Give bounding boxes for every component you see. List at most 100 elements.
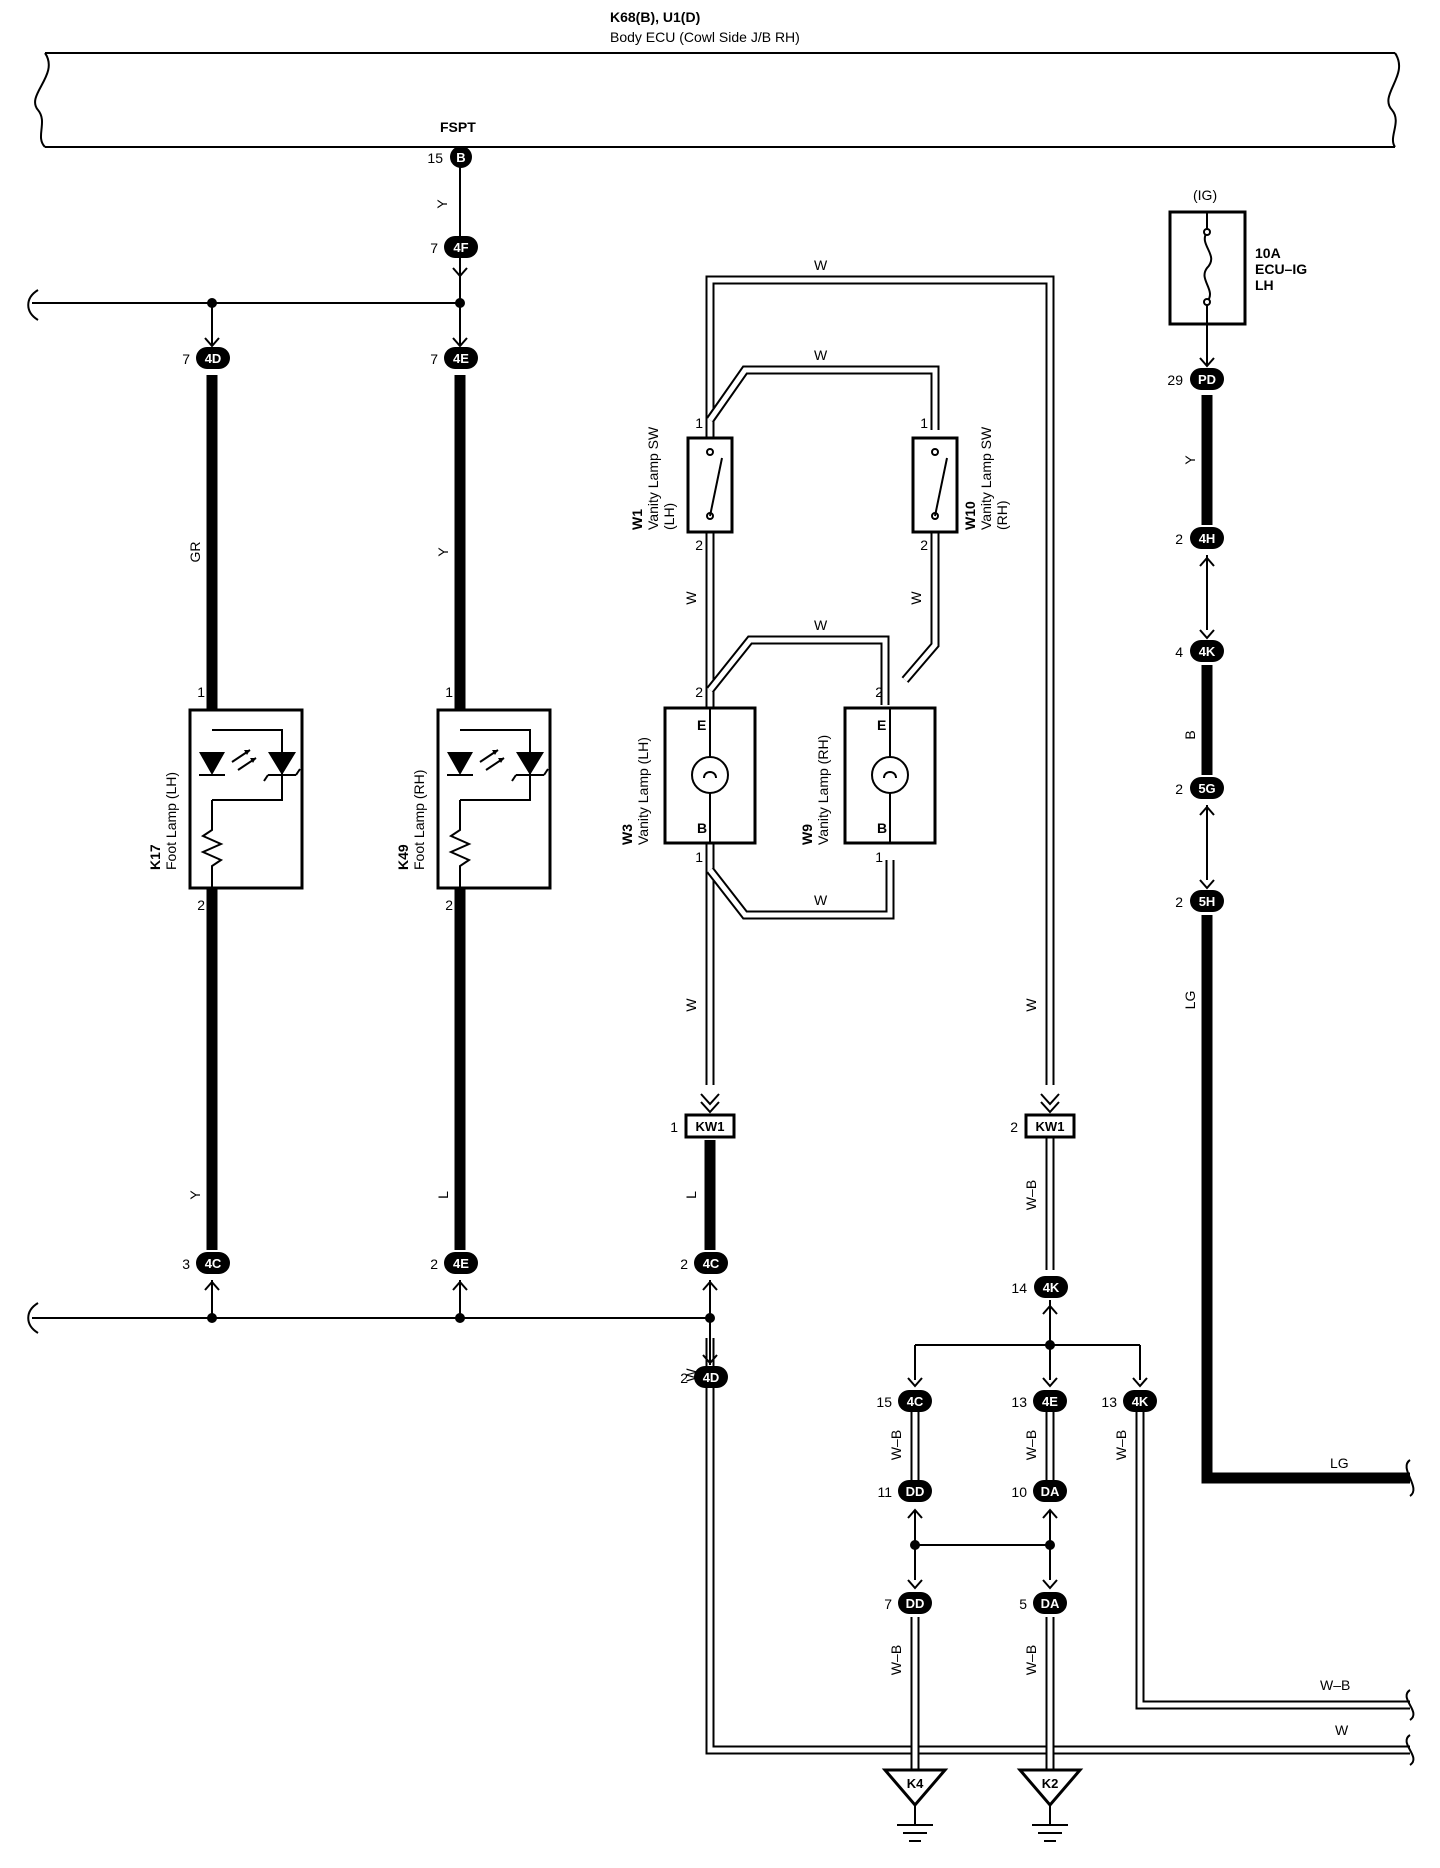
wire-label-wb: W–B xyxy=(888,1430,904,1460)
connector-5g: 5G xyxy=(1190,777,1224,799)
svg-text:4D: 4D xyxy=(205,351,222,366)
svg-text:DA: DA xyxy=(1041,1596,1060,1611)
pin-2: 2 xyxy=(445,897,453,913)
svg-text:K4: K4 xyxy=(907,1776,924,1791)
svg-text:4K: 4K xyxy=(1043,1280,1060,1295)
arrow xyxy=(1199,805,1215,816)
w9-name: Vanity Lamp (RH) xyxy=(815,735,831,845)
pin-2: 2 xyxy=(680,1370,688,1386)
fuse-name: ECU–IG xyxy=(1255,261,1307,277)
pin-2: 2 xyxy=(695,684,703,700)
pin-13: 13 xyxy=(1101,1394,1117,1410)
wire-label-w: W xyxy=(908,591,924,605)
arrow xyxy=(1132,1377,1148,1388)
arrow xyxy=(452,1280,468,1291)
wire-label-w: W xyxy=(814,257,828,273)
pin-7: 7 xyxy=(430,351,438,367)
pin-13: 13 xyxy=(1011,1394,1027,1410)
pin-2: 2 xyxy=(695,537,703,553)
pin-29: 29 xyxy=(1167,372,1183,388)
wire-label-w: W xyxy=(683,591,699,605)
connector-da: DA xyxy=(1033,1480,1067,1502)
w3-code: W3 xyxy=(619,824,635,845)
connector-4f: 4F xyxy=(444,236,478,258)
wire-label-w: W xyxy=(683,998,699,1012)
junction xyxy=(1045,1540,1055,1550)
arrow xyxy=(204,337,220,348)
pin-4: 4 xyxy=(1175,644,1183,660)
pin-2: 2 xyxy=(430,1256,438,1272)
connector-4k: 4K xyxy=(1190,640,1224,662)
wire-label-wb: W–B xyxy=(1023,1180,1039,1210)
wire-label-y: Y xyxy=(434,199,450,209)
terminal-b: B xyxy=(877,820,887,836)
svg-text:4H: 4H xyxy=(1199,531,1216,546)
arrow xyxy=(702,1354,718,1365)
vanity-lamp-rh xyxy=(843,706,937,845)
pin-1: 1 xyxy=(920,415,928,431)
svg-text:PD: PD xyxy=(1198,372,1216,387)
fuse-side: LH xyxy=(1255,277,1274,293)
w9-code: W9 xyxy=(799,824,815,845)
wire-label-w: W xyxy=(1023,998,1039,1012)
wire-label-w: W xyxy=(814,892,828,908)
connector-4d: 4D xyxy=(196,347,230,369)
pin-5: 5 xyxy=(1019,1596,1027,1612)
svg-text:4F: 4F xyxy=(453,240,468,255)
w10-name: Vanity Lamp SW xyxy=(978,426,994,530)
connector-4e: 4E xyxy=(444,1252,478,1274)
terminal-fspt: FSPT xyxy=(440,119,476,135)
pin-2: 2 xyxy=(197,897,205,913)
arrow xyxy=(700,1093,720,1114)
ground-k2: K2 xyxy=(1016,1768,1084,1842)
terminal-e: E xyxy=(877,717,886,733)
foot-lamp-lh-box xyxy=(188,708,304,890)
fuse-amp: 10A xyxy=(1255,245,1281,261)
w10-code: W10 xyxy=(962,501,978,530)
terminal-b: B xyxy=(697,820,707,836)
arrow xyxy=(204,1280,220,1291)
wire-lg xyxy=(1201,915,1410,1484)
pin-7: 7 xyxy=(182,351,190,367)
svg-text:DD: DD xyxy=(906,1484,925,1499)
svg-text:5H: 5H xyxy=(1199,894,1216,909)
pin-11: 11 xyxy=(877,1484,892,1500)
w10-side: (RH) xyxy=(994,500,1010,530)
pin-10: 10 xyxy=(1011,1484,1027,1500)
wire-branch xyxy=(914,1545,1051,1580)
connector-4e: 4E xyxy=(1033,1390,1067,1412)
vanity-lamp-lh xyxy=(663,706,757,845)
connector-4e: 4E xyxy=(444,347,478,369)
wire-break xyxy=(1405,1734,1415,1766)
wire-label-w: W xyxy=(814,347,828,363)
connector-da: DA xyxy=(1033,1592,1067,1614)
arrow xyxy=(702,1280,718,1291)
vanity-switch-rh xyxy=(911,436,959,534)
fuse-ecu-ig xyxy=(1168,210,1247,326)
wire-break xyxy=(1405,1459,1415,1497)
connector-4d: 4D xyxy=(694,1366,728,1388)
pin-2: 2 xyxy=(1175,894,1183,910)
connector-4c: 4C xyxy=(694,1252,728,1274)
connector-5h: 5H xyxy=(1190,890,1224,912)
svg-text:4C: 4C xyxy=(703,1256,720,1271)
svg-text:4K: 4K xyxy=(1132,1394,1149,1409)
svg-text:4D: 4D xyxy=(703,1370,720,1385)
arrow xyxy=(1040,1093,1060,1114)
ecu-name: Body ECU (Cowl Side J/B RH) xyxy=(610,29,800,45)
svg-text:DD: DD xyxy=(906,1596,925,1611)
wire-label-l: L xyxy=(435,1191,451,1199)
k49-name: Foot Lamp (RH) xyxy=(411,770,427,870)
svg-text:4C: 4C xyxy=(205,1256,222,1271)
svg-text:4E: 4E xyxy=(453,1256,469,1271)
fuse-ig: (IG) xyxy=(1193,187,1217,203)
svg-text:4K: 4K xyxy=(1199,644,1216,659)
svg-text:KW1: KW1 xyxy=(1036,1119,1065,1134)
vanity-switch-lh xyxy=(686,436,734,534)
wire-break xyxy=(1405,1689,1415,1721)
wire-label-y: Y xyxy=(1182,455,1198,465)
pin-15: 15 xyxy=(427,150,443,166)
connector-4c: 4C xyxy=(196,1252,230,1274)
pin-1: 1 xyxy=(875,849,883,865)
pin-7: 7 xyxy=(884,1596,892,1612)
